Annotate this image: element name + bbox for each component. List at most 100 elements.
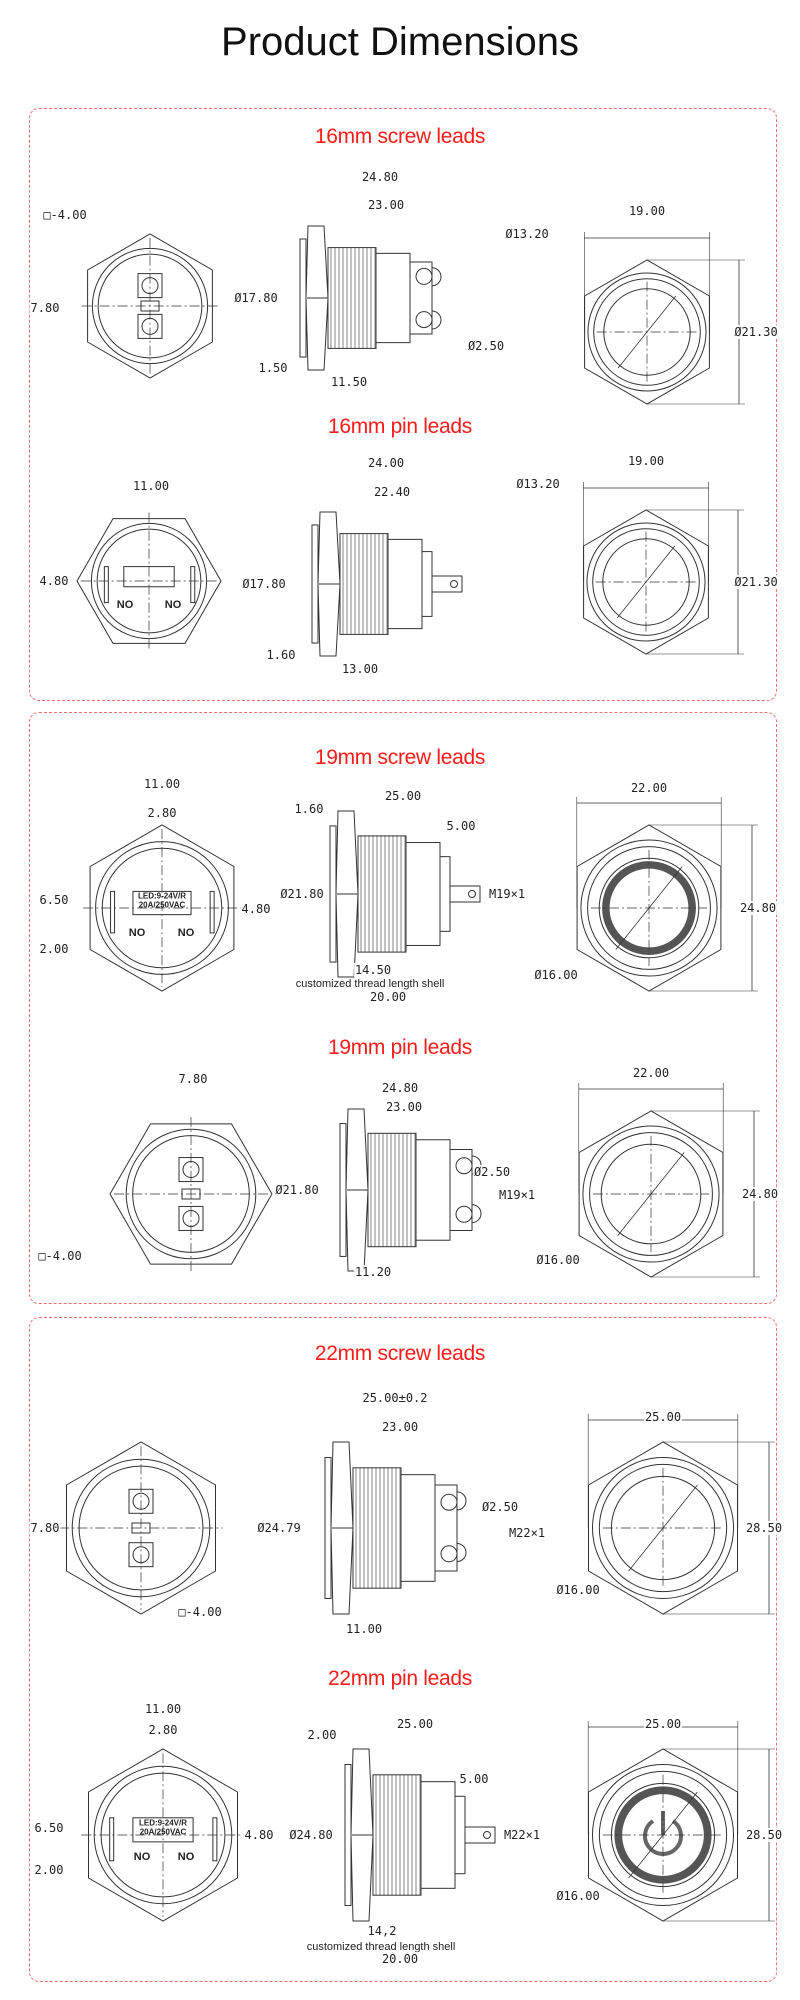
led-resistor bbox=[140, 300, 160, 312]
side-view-dimension-label: 24.00 bbox=[366, 456, 406, 470]
top-view-bezel bbox=[586, 522, 706, 642]
side-view-dimension-label: 20.00 bbox=[380, 1952, 420, 1966]
side-view-dimension-label: 11.20 bbox=[353, 1265, 393, 1279]
front-view-dimension-label: 4.80 bbox=[240, 902, 272, 916]
side-view-dimension-label: 5.00 bbox=[445, 819, 477, 833]
terminal-housing bbox=[409, 261, 433, 335]
front-view-dimension-label: □-4.00 bbox=[37, 1249, 83, 1263]
front-view-inner-ring bbox=[96, 528, 202, 634]
side-view-body bbox=[400, 1474, 436, 1582]
top-view-bezel-inner bbox=[598, 1463, 728, 1593]
front-view-hex-nut bbox=[109, 1123, 273, 1265]
side-view-dimension-label: 13.00 bbox=[340, 662, 380, 676]
screw-terminal-bottom bbox=[178, 1205, 204, 1231]
side-view-dimension-label: customized thread length shell bbox=[305, 1941, 457, 1953]
front-view-hex-nut bbox=[88, 1748, 238, 1922]
side-view-dimension-label: Ø21.80 bbox=[279, 887, 325, 901]
side-view-dimension-label: Ø24.79 bbox=[256, 1521, 302, 1535]
side-view-nut bbox=[350, 1748, 374, 1922]
screw-terminal bbox=[455, 1157, 473, 1175]
pin-left bbox=[109, 1817, 115, 1862]
led-resistor bbox=[131, 1522, 151, 1534]
side-view-dimension-label: M22×1 bbox=[502, 1828, 542, 1842]
front-view-dimension-label: □-4.00 bbox=[177, 1605, 223, 1619]
side-view-dimension-label: 24.80 bbox=[380, 1081, 420, 1095]
top-view-dimension-label: 28.50 bbox=[744, 1521, 784, 1535]
pin-terminal-block bbox=[132, 890, 192, 916]
screw-head-icon bbox=[132, 1546, 150, 1564]
top-view-dimension-label: 22.00 bbox=[631, 1066, 671, 1080]
top-view-bezel-inner bbox=[589, 1132, 713, 1256]
top-view-bezel bbox=[591, 1763, 735, 1907]
side-view-dimension-label: 2.00 bbox=[306, 1728, 338, 1742]
side-view-dimension-label: Ø17.80 bbox=[241, 577, 287, 591]
side-view-body bbox=[415, 1139, 451, 1241]
side-view-body bbox=[420, 1781, 456, 1889]
top-view-bezel bbox=[591, 1456, 735, 1600]
screw-head bbox=[456, 1542, 467, 1562]
front-view-dimension-label: LED:9-24V/R bbox=[137, 891, 187, 901]
screw-head bbox=[431, 310, 442, 330]
pin-left bbox=[103, 566, 109, 604]
side-view-dimension-label: M19×1 bbox=[487, 887, 527, 901]
top-view-dimension-label: 19.00 bbox=[626, 454, 666, 468]
side-view-dimension-label: Ø2.50 bbox=[472, 1165, 512, 1179]
diameter-leader bbox=[617, 295, 677, 369]
terminal-base bbox=[421, 551, 433, 617]
section-title-16mm-pin: 16mm pin leads bbox=[327, 415, 473, 438]
screw-terminal-top bbox=[178, 1157, 204, 1183]
top-view-bezel-inner bbox=[598, 1770, 728, 1900]
top-view-dimension-label: 24.80 bbox=[738, 901, 778, 915]
front-view-dimension-label: NO bbox=[116, 599, 134, 611]
side-view-dimension-label: 25.00±0.2 bbox=[361, 1391, 429, 1405]
screw-head bbox=[471, 1204, 482, 1224]
terminal-base bbox=[454, 1795, 466, 1875]
top-view-dimension-label: 24.80 bbox=[740, 1187, 780, 1201]
section-title-22mm-screw: 22mm screw leads bbox=[314, 1342, 486, 1365]
top-view-dimension-label: Ø16.00 bbox=[533, 968, 579, 982]
side-view-dimension-label: M19×1 bbox=[497, 1188, 537, 1202]
terminal-housing bbox=[434, 1484, 458, 1572]
side-view-dimension-label: 23.00 bbox=[384, 1100, 424, 1114]
side-view-body bbox=[387, 538, 423, 630]
side-view-nut bbox=[305, 225, 329, 371]
side-view-dimension-label: 1.60 bbox=[293, 802, 325, 816]
screw-head-icon bbox=[141, 317, 159, 335]
side-view-dimension-label: Ø2.50 bbox=[466, 339, 506, 353]
screw-head-icon bbox=[182, 1209, 200, 1227]
section-title-16mm-screw: 16mm screw leads bbox=[314, 125, 486, 148]
screw-head-icon bbox=[182, 1161, 200, 1179]
side-view-nut bbox=[330, 1441, 354, 1615]
side-view-dimension-label: 25.00 bbox=[395, 1717, 435, 1731]
side-view-dimension-label: 25.00 bbox=[383, 789, 423, 803]
pin-hole bbox=[483, 1831, 491, 1839]
front-view-dimension-label: 11.00 bbox=[143, 1702, 183, 1716]
side-view-nut bbox=[335, 810, 359, 978]
pin-right bbox=[212, 1817, 218, 1862]
diameter-leader bbox=[615, 866, 683, 950]
section-title-19mm-pin: 19mm pin leads bbox=[327, 1036, 473, 1059]
pin-terminal-block bbox=[132, 1817, 194, 1843]
top-view-bezel bbox=[580, 839, 718, 977]
front-view-dimension-label: 11.00 bbox=[142, 777, 182, 791]
pin-left bbox=[110, 890, 116, 934]
front-view-dimension-label: NO bbox=[177, 927, 195, 939]
diameter-leader bbox=[628, 1484, 698, 1572]
screw-terminal bbox=[455, 1205, 473, 1223]
front-view-dimension-label: NO bbox=[177, 1851, 195, 1863]
front-view-dimension-label: NO bbox=[164, 599, 182, 611]
side-view-nut bbox=[317, 511, 341, 657]
pin-terminal-block bbox=[123, 566, 175, 588]
side-view-dimension-label: Ø21.80 bbox=[274, 1183, 320, 1197]
pin-lead bbox=[431, 575, 463, 593]
pin-right bbox=[209, 890, 215, 934]
front-view-dimension-label: 6.50 bbox=[38, 893, 70, 907]
top-view-dimension-label: Ø21.30 bbox=[733, 575, 779, 589]
front-view-dimension-label: 4.80 bbox=[38, 574, 70, 588]
side-view-dimension-label: 1.50 bbox=[257, 361, 289, 375]
side-view-dimension-label: 11.00 bbox=[344, 1622, 384, 1636]
top-view-dimension-label: 22.00 bbox=[629, 781, 669, 795]
side-view-flange bbox=[344, 1763, 352, 1907]
screw-terminal bbox=[415, 267, 433, 285]
